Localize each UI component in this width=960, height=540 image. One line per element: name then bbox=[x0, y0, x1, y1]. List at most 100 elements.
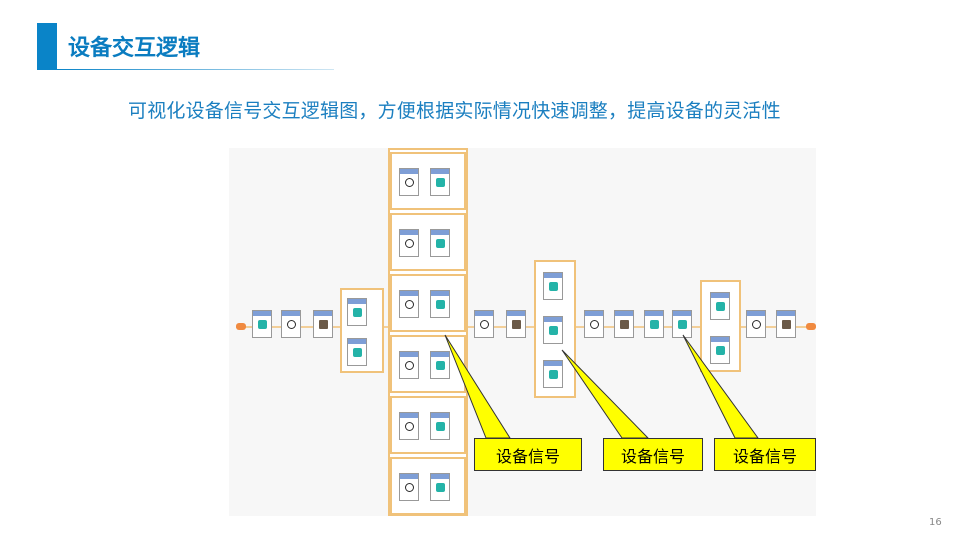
node-header bbox=[400, 291, 418, 296]
flow-node bbox=[399, 290, 419, 318]
title-underline bbox=[57, 69, 334, 70]
gear-icon bbox=[782, 320, 791, 329]
node-header bbox=[431, 291, 449, 296]
device-icon bbox=[436, 483, 445, 492]
start-node bbox=[236, 323, 246, 330]
flow-node bbox=[543, 316, 563, 344]
clock-icon bbox=[752, 320, 761, 329]
callout-device-signal-2: 设备信号 bbox=[603, 438, 703, 471]
flow-node bbox=[281, 310, 301, 338]
callout-pointer-1 bbox=[444, 334, 511, 439]
flow-node bbox=[430, 351, 450, 379]
device-icon bbox=[353, 348, 362, 357]
flow-node bbox=[543, 360, 563, 388]
page-title: 设备交互逻辑 bbox=[68, 36, 201, 61]
device-icon bbox=[678, 320, 687, 329]
device-icon bbox=[549, 282, 558, 291]
device-icon bbox=[436, 178, 445, 187]
node-header bbox=[400, 352, 418, 357]
device-icon bbox=[716, 346, 725, 355]
device-icon bbox=[650, 320, 659, 329]
node-header bbox=[348, 299, 366, 304]
clock-icon bbox=[405, 483, 414, 492]
node-header bbox=[747, 311, 765, 316]
node-header bbox=[645, 311, 663, 316]
flow-node bbox=[614, 310, 634, 338]
subtitle: 可视化设备信号交互逻辑图，方便根据实际情况快速调整，提高设备的灵活性 bbox=[128, 100, 781, 122]
node-header bbox=[431, 169, 449, 174]
node-header bbox=[400, 230, 418, 235]
flow-node bbox=[347, 338, 367, 366]
device-icon bbox=[436, 239, 445, 248]
device-icon bbox=[549, 370, 558, 379]
device-icon bbox=[549, 326, 558, 335]
node-header bbox=[314, 311, 332, 316]
flow-node bbox=[399, 473, 419, 501]
clock-icon bbox=[405, 239, 414, 248]
title-accent-bar bbox=[37, 23, 57, 70]
flow-node bbox=[430, 290, 450, 318]
node-header bbox=[544, 361, 562, 366]
node-header bbox=[475, 311, 493, 316]
callout-pointer-2 bbox=[561, 349, 650, 439]
callout-device-signal-3: 设备信号 bbox=[714, 438, 816, 471]
node-header bbox=[431, 413, 449, 418]
flow-node bbox=[399, 351, 419, 379]
gear-icon bbox=[319, 320, 328, 329]
node-header bbox=[253, 311, 271, 316]
callout-pointer-3 bbox=[682, 334, 759, 439]
flow-node bbox=[347, 298, 367, 326]
node-header bbox=[544, 317, 562, 322]
end-node bbox=[806, 323, 816, 330]
callout-device-signal-1: 设备信号 bbox=[474, 438, 582, 471]
page-number: 16 bbox=[929, 517, 942, 528]
node-header bbox=[348, 339, 366, 344]
gear-icon bbox=[620, 320, 629, 329]
node-header bbox=[431, 352, 449, 357]
flow-node bbox=[399, 412, 419, 440]
flow-node bbox=[430, 229, 450, 257]
device-icon bbox=[436, 300, 445, 309]
node-header bbox=[400, 474, 418, 479]
device-icon bbox=[436, 422, 445, 431]
flow-node bbox=[644, 310, 664, 338]
flow-node bbox=[746, 310, 766, 338]
device-icon bbox=[258, 320, 267, 329]
node-header bbox=[615, 311, 633, 316]
device-icon bbox=[436, 361, 445, 370]
clock-icon bbox=[287, 320, 296, 329]
flow-node bbox=[710, 292, 730, 320]
flow-node bbox=[313, 310, 333, 338]
node-header bbox=[282, 311, 300, 316]
node-header bbox=[777, 311, 795, 316]
flow-node bbox=[252, 310, 272, 338]
node-header bbox=[400, 169, 418, 174]
node-header bbox=[400, 413, 418, 418]
flow-node bbox=[399, 168, 419, 196]
flow-node bbox=[710, 336, 730, 364]
clock-icon bbox=[480, 320, 489, 329]
clock-icon bbox=[405, 300, 414, 309]
main-wire bbox=[236, 326, 816, 328]
node-header bbox=[431, 474, 449, 479]
node-header bbox=[711, 293, 729, 298]
flow-node bbox=[506, 310, 526, 338]
device-icon bbox=[716, 302, 725, 311]
device-icon bbox=[353, 308, 362, 317]
clock-icon bbox=[405, 422, 414, 431]
node-header bbox=[673, 311, 691, 316]
gear-icon bbox=[512, 320, 521, 329]
clock-icon bbox=[405, 178, 414, 187]
flow-node bbox=[776, 310, 796, 338]
node-header bbox=[431, 230, 449, 235]
clock-icon bbox=[590, 320, 599, 329]
clock-icon bbox=[405, 361, 414, 370]
node-header bbox=[544, 273, 562, 278]
node-header bbox=[507, 311, 525, 316]
flow-node bbox=[430, 168, 450, 196]
flow-node bbox=[399, 229, 419, 257]
flow-node bbox=[543, 272, 563, 300]
flow-node bbox=[584, 310, 604, 338]
flow-node bbox=[672, 310, 692, 338]
